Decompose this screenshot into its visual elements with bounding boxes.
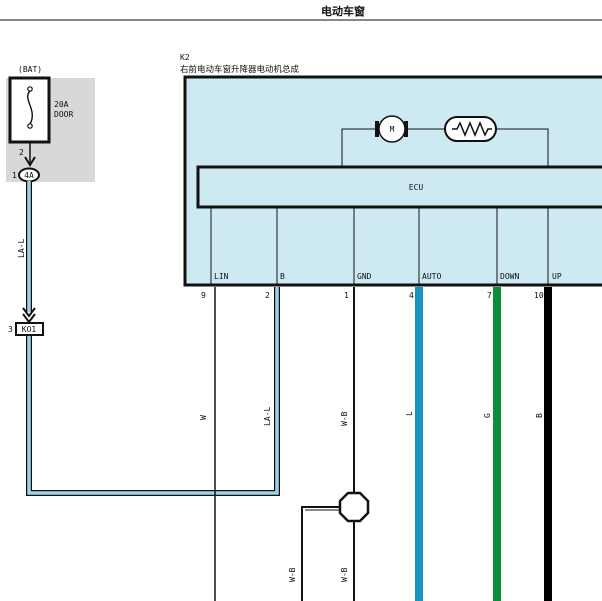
pin-label-b: B [280,272,285,281]
la-l-wire [26,181,280,496]
junction-pin: 3 [8,325,13,334]
fuse-pin-number: 2 [19,148,24,157]
wire-label-gnd: W-B [340,411,349,426]
wire-label-auto: L [405,411,414,416]
motor-label: M [390,125,395,134]
ground-splice [338,491,370,523]
wire-label-up: B [535,413,544,418]
pin-label-lin: LIN [214,272,229,281]
pin-number-auto: 4 [409,291,414,300]
ecu-box [196,165,602,209]
junction-connector [15,322,44,336]
pin-label-auto: AUTO [422,272,441,281]
fuse-row-pin: 1 [12,171,17,180]
ecu-pin-lines [210,207,549,285]
connector-arrow-icon [24,156,36,167]
ground-branch-left [301,506,340,601]
module-name: 右前电动车窗升降器电动机总成 [180,64,300,75]
fuse-rating: 20A [54,100,69,109]
ptc-thermistor-icon [444,116,497,142]
pin-number-down: 7 [487,291,492,300]
pin-label-down: DOWN [500,272,519,281]
pin-label-up: UP [552,272,562,281]
junction-label: KO1 [22,325,37,334]
ecu-label: ECU [409,183,424,192]
wire-label-b: LA-L [263,407,272,426]
fuse-name: DOOR [54,110,73,119]
wire-label-lin: W [199,415,208,420]
motor-lead-left [341,128,378,167]
motor-icon [375,115,408,143]
wire-label-ground-right: W-B [340,567,349,582]
pin-label-gnd: GND [357,272,372,281]
wire-label-down: G [483,413,492,418]
diagram-title: 电动车窗 [321,4,365,18]
wire-label-la-l-left: LA-L [17,239,26,258]
wire-label-ground-left: W-B [288,567,297,582]
pin-number-up: 10 [534,291,544,300]
pin-number-lin: 9 [201,291,206,300]
motor-lead-right [496,128,549,167]
fuse-connector-label: 4A [24,171,34,180]
fuse-source-label: (BAT) [18,65,42,74]
pin-number-b: 2 [265,291,270,300]
pin-number-gnd: 1 [344,291,349,300]
fuse-icon [27,86,33,129]
module-id: K2 [180,53,190,62]
